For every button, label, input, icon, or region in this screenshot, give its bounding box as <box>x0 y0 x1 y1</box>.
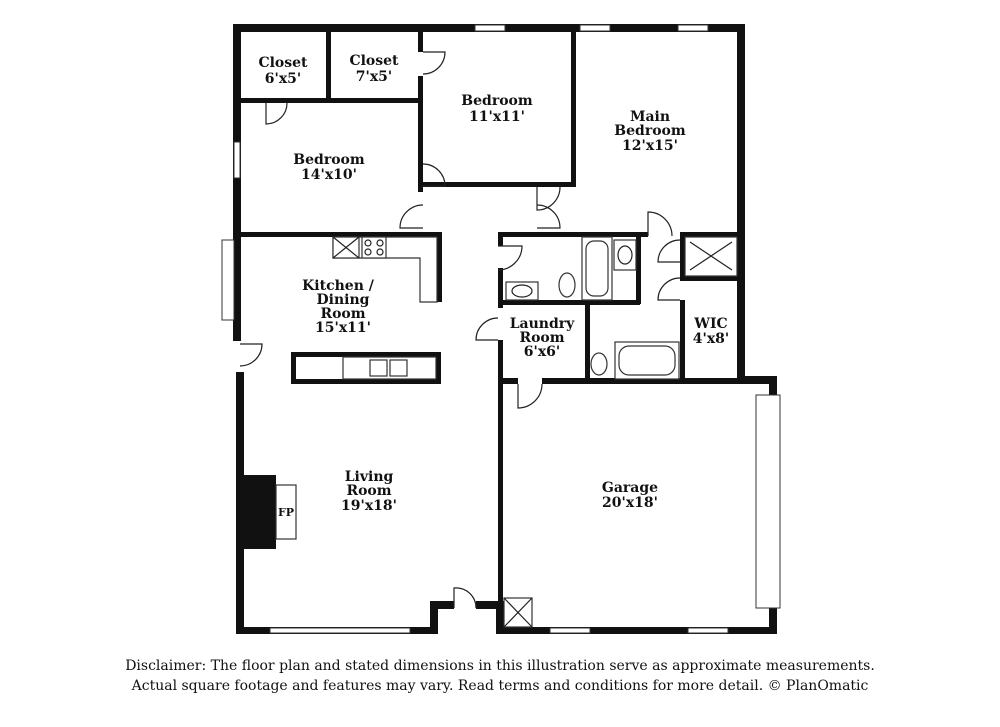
fireplace-label: FP <box>278 506 294 519</box>
living-size: 19'x18' <box>341 498 397 514</box>
toilet <box>558 272 576 298</box>
living-name-2: Room <box>346 483 391 499</box>
bedroom-1-size: 11'x11' <box>469 109 525 125</box>
disclaimer-line-2: Actual square footage and features may v… <box>131 678 869 694</box>
interior-walls <box>241 32 742 630</box>
living-name-1: Living <box>345 469 394 485</box>
vanity <box>505 281 539 301</box>
room-labels: Closet 6'x5' Closet 7'x5' Bedroom 11'x11… <box>258 53 729 519</box>
fireplace-hearth <box>275 484 297 540</box>
main-toilet <box>590 352 608 376</box>
laundry-name-2: Room <box>519 330 564 346</box>
windows <box>221 24 781 634</box>
fixtures <box>275 236 738 628</box>
disclaimer-line-1: Disclaimer: The floor plan and stated di… <box>125 658 875 674</box>
kitchen-size: 15'x11' <box>315 320 371 336</box>
floor-plan: Closet 6'x5' Closet 7'x5' Bedroom 11'x11… <box>221 24 781 634</box>
main-bedroom-name-1: Main <box>630 109 670 125</box>
bedroom-2-name: Bedroom <box>293 152 365 168</box>
bedroom-1-name: Bedroom <box>461 93 533 109</box>
closet-2-size: 7'x5' <box>356 69 392 85</box>
bedroom-2-size: 14'x10' <box>301 167 357 183</box>
laundry-size: 6'x6' <box>524 344 560 360</box>
kitchen-name-1: Kitchen / <box>302 278 375 294</box>
laundry-name-1: Laundry <box>510 316 575 332</box>
stove <box>361 236 387 259</box>
main-bedroom-name-2: Bedroom <box>614 123 686 139</box>
garage-size: 20'x18' <box>602 495 658 511</box>
main-bedroom-size: 12'x15' <box>622 138 678 154</box>
closet-2-name: Closet <box>349 53 399 69</box>
kitchen-name-2: Dining <box>317 292 370 308</box>
kitchen-name-3: Room <box>320 306 365 322</box>
closet-1-size: 6'x5' <box>265 71 301 87</box>
wic-size: 4'x8' <box>693 331 729 347</box>
closet-1-name: Closet <box>258 55 308 71</box>
garage-name: Garage <box>602 480 658 496</box>
main-sink <box>613 239 637 271</box>
doors <box>239 51 681 609</box>
wic-name: WIC <box>693 316 727 332</box>
